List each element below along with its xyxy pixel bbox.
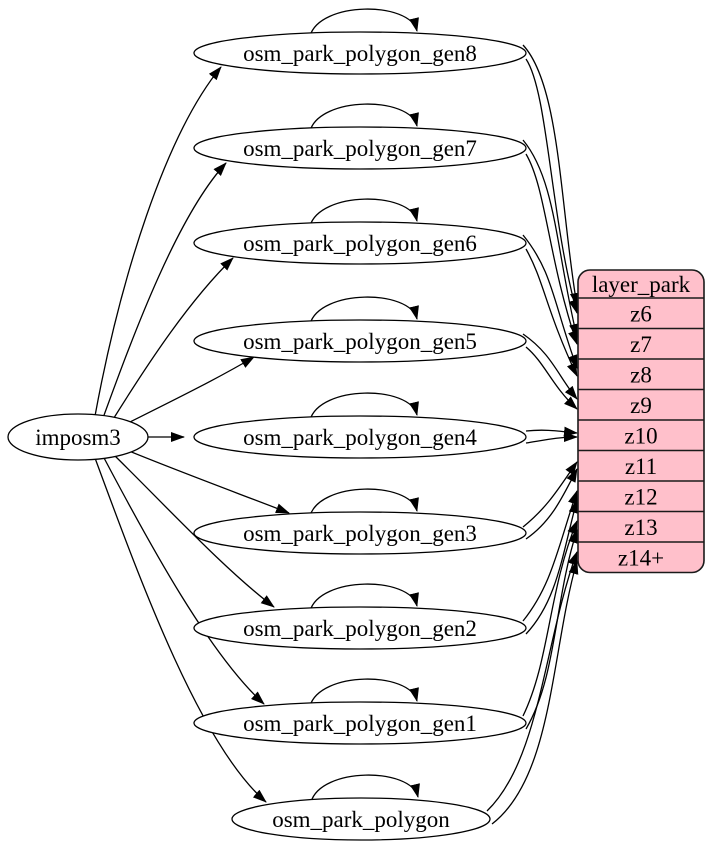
edge-imposm3-to-osm_park_polygon_gen5 [123, 356, 255, 426]
node-osm_park_polygon_gen6-label: osm_park_polygon_gen6 [243, 231, 477, 256]
node-osm_park_polygon_gen6: osm_park_polygon_gen6 [193, 221, 527, 265]
nodes-layer: imposm3 osm_park_polygon_gen8 osm_park_pol… [7, 31, 527, 841]
edge-imposm3-to-osm_park_polygon_gen3 [123, 448, 290, 514]
self-loop-osm_park_polygon_gen3 [309, 488, 419, 517]
node-imposm3-shape [7, 413, 149, 461]
layer-park-record: layer_park z6 z7 z8 z9 z10 z11 z12 z13 z14+ [577, 269, 705, 574]
edge-imposm3-to-osm_park_polygon_gen7 [102, 162, 227, 419]
node-osm_park_polygon_gen8-label: osm_park_polygon_gen8 [243, 41, 477, 66]
node-osm_park_polygon_gen1-shape [193, 701, 527, 745]
node-osm_park_polygon_gen1: osm_park_polygon_gen1 [193, 701, 527, 745]
self-loop-osm_park_polygon_gen7 [309, 103, 419, 132]
node-osm_park_polygon_gen4: osm_park_polygon_gen4 [193, 415, 527, 459]
node-osm_park_polygon_gen4-label: osm_park_polygon_gen4 [243, 425, 477, 450]
layer-park-row-z6: z6 [630, 301, 652, 326]
edge-osm_park_polygon_gen4-to-layer_park-z10-2 [525, 432, 578, 444]
node-osm_park_polygon_gen3-shape [193, 511, 527, 555]
node-osm_park_polygon-shape [231, 797, 491, 841]
self-loop-osm_park_polygon_gen2 [309, 583, 419, 612]
edge-imposm3-to-osm_park_polygon [94, 457, 267, 803]
record-layer: layer_park z6 z7 z8 z9 z10 z11 z12 z13 z14+ [577, 269, 705, 574]
edge-osm_park_polygon_gen8-to-layer_park-z6-1 [522, 44, 580, 307]
edges-layer [94, 8, 580, 825]
layer-park-row-z14+: z14+ [618, 545, 664, 570]
layer-park-row-z8: z8 [630, 362, 652, 387]
node-osm_park_polygon_gen2: osm_park_polygon_gen2 [193, 606, 527, 650]
node-osm_park_polygon_gen3: osm_park_polygon_gen3 [193, 511, 527, 555]
node-osm_park_polygon_gen8-shape [193, 31, 527, 75]
layer-park-record-shape [577, 269, 705, 574]
edge-osm_park_polygon_gen2-to-layer_park-z12-1 [522, 490, 578, 622]
node-osm_park_polygon-label: osm_park_polygon [272, 807, 450, 832]
edge-osm_park_polygon_gen4-to-layer_park-z10-1 [525, 426, 578, 437]
layer-park-row-z7: z7 [630, 332, 652, 357]
layer-park-row-z9: z9 [630, 393, 652, 418]
node-osm_park_polygon_gen4-shape [193, 415, 527, 459]
self-loop-osm_park_polygon [310, 774, 420, 803]
node-osm_park_polygon_gen7-label: osm_park_polygon_gen7 [243, 136, 477, 161]
node-imposm3-label: imposm3 [35, 425, 121, 450]
layer-park-row-z12: z12 [624, 484, 657, 509]
self-loop-osm_park_polygon_gen6 [309, 198, 419, 227]
edge-osm_park_polygon_gen5-to-layer_park-z9-1 [522, 333, 578, 400]
edge-osm_park_polygon_gen8-to-layer_park-z6-2 [525, 58, 579, 314]
node-osm_park_polygon_gen6-shape [193, 221, 527, 265]
node-osm_park_polygon_gen7: osm_park_polygon_gen7 [193, 126, 527, 170]
node-osm_park_polygon_gen8: osm_park_polygon_gen8 [193, 31, 527, 75]
edge-osm_park_polygon-to-layer_park-z14+-1 [486, 551, 578, 812]
layer-park-title: layer_park [592, 272, 691, 297]
edge-osm_park_polygon_gen5-to-layer_park-z9-2 [525, 346, 578, 410]
edge-osm_park_polygon_gen7-to-layer_park-z7-1 [522, 139, 579, 338]
self-loop-osm_park_polygon_gen8 [309, 8, 419, 37]
edge-osm_park_polygon_gen1-to-layer_park-z13-1 [522, 520, 578, 717]
edge-imposm3-to-osm_park_polygon_gen8 [94, 66, 222, 417]
edge-imposm3-to-osm_park_polygon_gen6 [111, 257, 234, 422]
layer-park-row-z13: z13 [624, 515, 657, 540]
node-osm_park_polygon_gen5-label: osm_park_polygon_gen5 [243, 329, 477, 354]
node-osm_park_polygon_gen2-label: osm_park_polygon_gen2 [243, 616, 477, 641]
node-osm_park_polygon: osm_park_polygon [231, 797, 491, 841]
edge-osm_park_polygon_gen1-to-layer_park-z13-2 [525, 529, 578, 730]
node-osm_park_polygon_gen3-label: osm_park_polygon_gen3 [243, 521, 477, 546]
node-osm_park_polygon_gen5-shape [193, 319, 527, 363]
node-osm_park_polygon_gen2-shape [193, 606, 527, 650]
node-imposm3: imposm3 [7, 413, 149, 461]
edge-osm_park_polygon_gen7-to-layer_park-z7-2 [525, 153, 578, 345]
edge-osm_park_polygon_gen3-to-layer_park-z11-2 [525, 468, 578, 540]
edge-osm_park_polygon_gen6-to-layer_park-z8-2 [525, 248, 578, 377]
edge-imposm3-to-osm_park_polygon_gen1 [102, 455, 265, 705]
self-loop-osm_park_polygon_gen1 [309, 678, 419, 707]
self-loop-osm_park_polygon_gen4 [309, 392, 419, 421]
layer-park-row-z11: z11 [625, 454, 657, 479]
edge-osm_park_polygon_gen2-to-layer_park-z12-2 [525, 499, 579, 635]
node-osm_park_polygon_gen1-label: osm_park_polygon_gen1 [243, 711, 477, 736]
node-osm_park_polygon_gen5: osm_park_polygon_gen5 [193, 319, 527, 363]
node-osm_park_polygon_gen7-shape [193, 126, 527, 170]
self-loop-osm_park_polygon_gen5 [309, 296, 419, 325]
edge-osm_park_polygon_gen6-to-layer_park-z8-1 [522, 234, 578, 369]
layer-park-row-z10: z10 [624, 423, 657, 448]
edge-osm_park_polygon-to-layer_park-z14+-2 [491, 560, 579, 825]
